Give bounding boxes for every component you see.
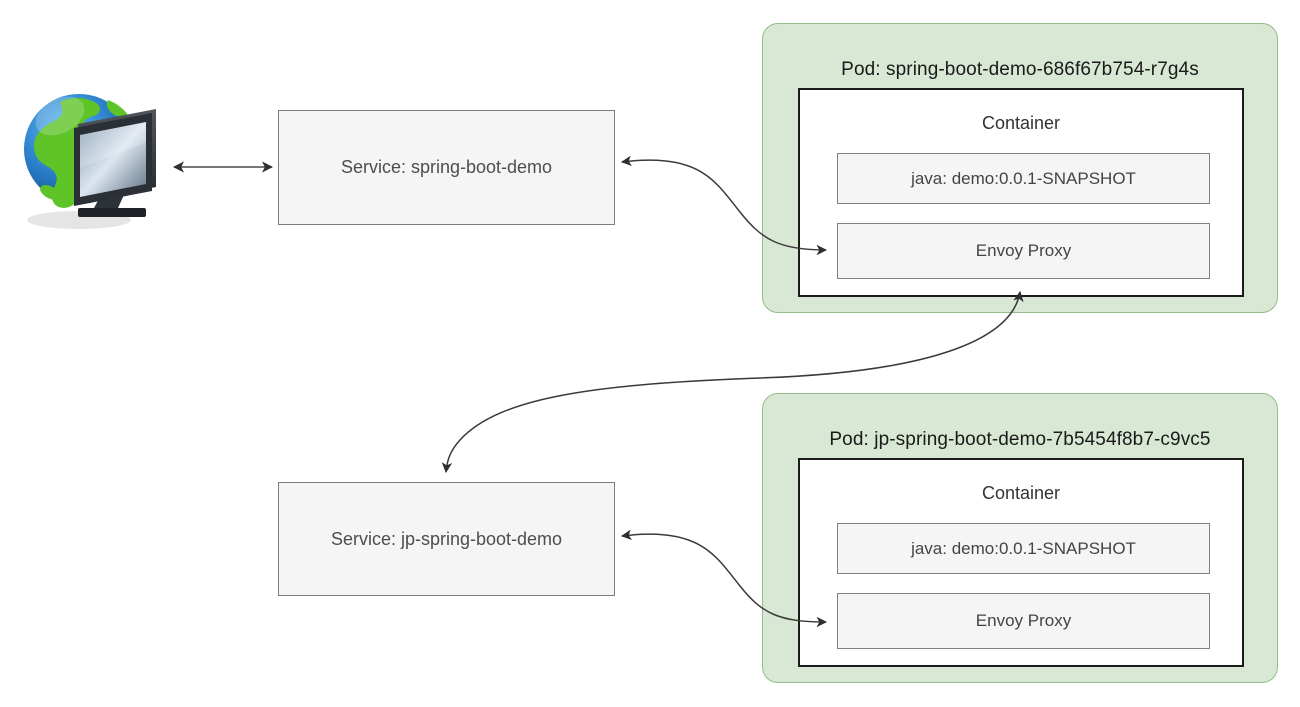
container-box[interactable]: Container java: demo:0.0.1-SNAPSHOT Envo… (798, 88, 1244, 297)
container-label: Container (981, 483, 1061, 503)
java-image-box[interactable]: java: demo:0.0.1-SNAPSHOT (837, 153, 1210, 204)
container-box[interactable]: Container java: demo:0.0.1-SNAPSHOT Envo… (798, 458, 1244, 667)
envoy-proxy-box[interactable]: Envoy Proxy (837, 223, 1210, 279)
envoy-proxy-label: Envoy Proxy (975, 611, 1072, 630)
globe-monitor-icon (24, 94, 156, 229)
container-label: Container (981, 113, 1061, 133)
service-box-jp-spring-boot-demo[interactable]: Service: jp-spring-boot-demo (278, 482, 615, 596)
service-box-spring-boot-demo[interactable]: Service: spring-boot-demo (278, 110, 615, 225)
envoy-proxy-box[interactable]: Envoy Proxy (837, 593, 1210, 649)
pod-spring-boot-demo[interactable]: Pod: spring-boot-demo-686f67b754-r7g4s C… (762, 23, 1278, 313)
envoy-proxy-label: Envoy Proxy (975, 241, 1072, 260)
java-image-label: java: demo:0.0.1-SNAPSHOT (911, 538, 1136, 558)
pod-title: Pod: jp-spring-boot-demo-7b5454f8b7-c9vc… (829, 429, 1211, 450)
java-image-box[interactable]: java: demo:0.0.1-SNAPSHOT (837, 523, 1210, 574)
service-label: Service: spring-boot-demo (340, 157, 553, 177)
pod-jp-spring-boot-demo[interactable]: Pod: jp-spring-boot-demo-7b5454f8b7-c9vc… (762, 393, 1278, 683)
pod-title: Pod: spring-boot-demo-686f67b754-r7g4s (841, 59, 1199, 80)
service-label: Service: jp-spring-boot-demo (330, 528, 563, 549)
java-image-label: java: demo:0.0.1-SNAPSHOT (911, 168, 1136, 188)
